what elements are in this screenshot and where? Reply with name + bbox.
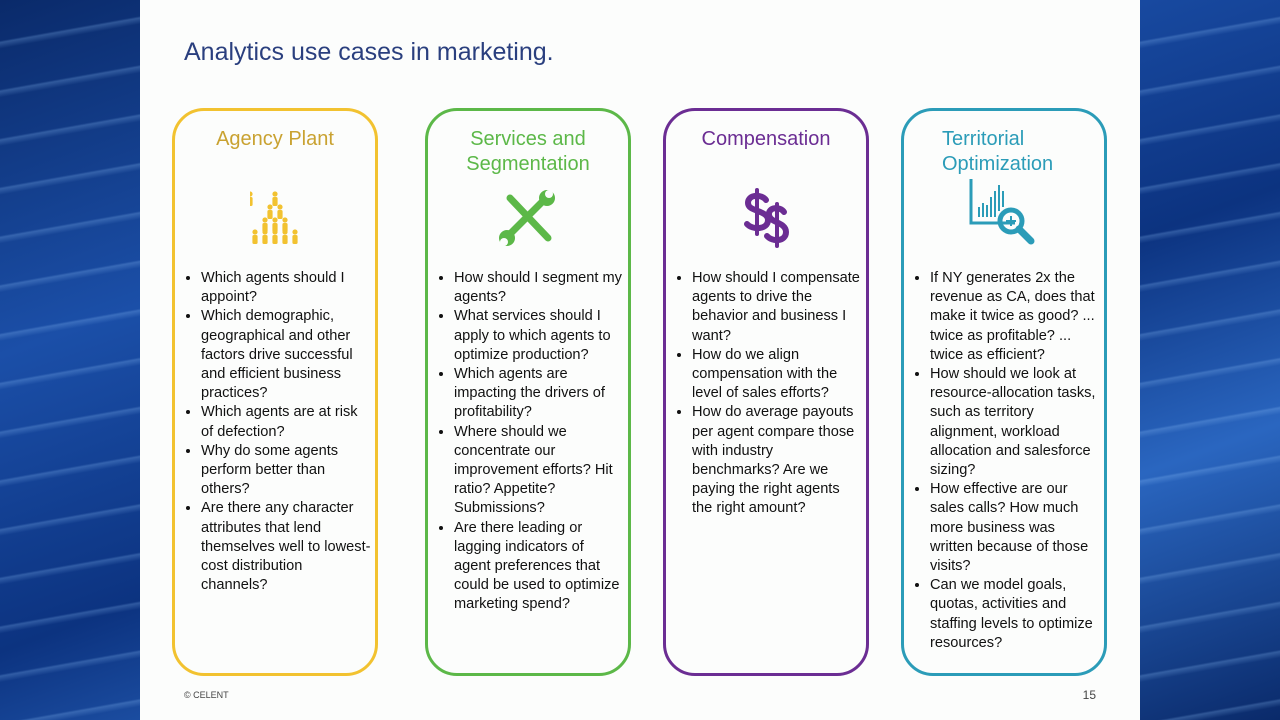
list-item: Why do some agents perform better than o…: [201, 442, 371, 500]
card-territorial-optimization: Territorial Optimization If NY generates…: [901, 108, 1107, 676]
list-item: Are there leading or lagging indicators …: [454, 519, 624, 615]
card-services-segmentation: Services and Segmentation How should I s…: [425, 108, 631, 676]
card-title: Agency Plant: [216, 128, 334, 150]
dollar-sign-icon: [666, 187, 866, 249]
list-item: Which agents are impacting the drivers o…: [454, 365, 624, 423]
background-left: [0, 0, 140, 720]
list-item: Can we model goals, quotas, activities a…: [930, 576, 1100, 653]
chart-magnifier-icon: [904, 179, 1104, 245]
page-number: 15: [1082, 688, 1096, 702]
copyright-footer: © CELENT: [184, 690, 229, 700]
slide: Analytics use cases in marketing. Agency…: [140, 0, 1140, 720]
list-item: Are there any character attributes that …: [201, 499, 371, 595]
list-item: What services should I apply to which ag…: [454, 307, 624, 365]
bullet-list: Which agents should I appoint? Which dem…: [183, 269, 371, 595]
background-right: [1140, 0, 1280, 720]
card-compensation: Compensation How should I compensate age…: [663, 108, 869, 676]
list-item: Which agents are at risk of defection?: [201, 403, 371, 441]
list-item: If NY generates 2x the revenue as CA, do…: [930, 269, 1100, 365]
list-item: How do we align compensation with the le…: [692, 346, 862, 404]
wrench-screwdriver-icon: [428, 187, 628, 249]
card-title: Compensation: [701, 128, 831, 150]
bullet-list: How should I compensate agents to drive …: [674, 269, 862, 519]
list-item: How should I compensate agents to drive …: [692, 269, 862, 346]
bullet-list: If NY generates 2x the revenue as CA, do…: [912, 269, 1100, 653]
list-item: How should I segment my agents?: [454, 269, 624, 307]
slide-title: Analytics use cases in marketing.: [184, 38, 554, 66]
list-item: Which agents should I appoint?: [201, 269, 371, 307]
list-item: Where should we concentrate our improvem…: [454, 423, 624, 519]
card-title: Territorial Optimization: [942, 128, 1054, 175]
card-title: Services and Segmentation: [466, 128, 590, 175]
people-pyramid-icon: [175, 187, 375, 249]
list-item: How should we look at resource-allocatio…: [930, 365, 1100, 480]
card-agency-plant: Agency Plant Which agents should I appoi…: [172, 108, 378, 676]
bullet-list: How should I segment my agents? What ser…: [436, 269, 624, 615]
list-item: How do average payouts per agent compare…: [692, 403, 862, 518]
list-item: Which demographic, geographical and othe…: [201, 307, 371, 403]
list-item: How effective are our sales calls? How m…: [930, 480, 1100, 576]
